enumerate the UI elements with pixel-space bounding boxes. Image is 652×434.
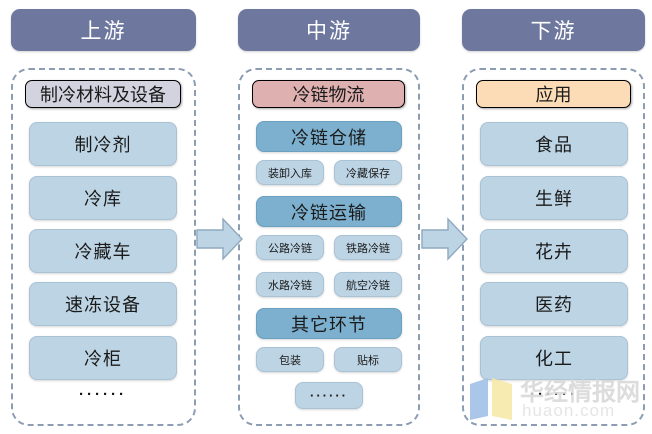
midstream-group-1-sub-1-label: 铁路冷链	[346, 242, 390, 255]
column-header-downstream-label: 下游	[530, 20, 577, 43]
column-header-midstream: 中游	[238, 9, 420, 51]
right-arrow-icon	[196, 217, 243, 261]
column-header-midstream-label: 中游	[306, 20, 352, 43]
midstream-group-0-sub-0[interactable]: 装卸入库	[256, 160, 324, 185]
section-title-application: 应用	[476, 80, 631, 108]
midstream-group-1-sub-0-label: 公路冷链	[268, 242, 312, 255]
downstream-item-2-label: 花卉	[535, 242, 573, 262]
column-header-upstream-label: 上游	[80, 20, 127, 43]
section-title-upstream-label: 制冷材料及设备	[40, 85, 166, 105]
midstream-ellipsis-card[interactable]: ······	[295, 382, 363, 409]
downstream-item-0-label: 食品	[535, 135, 573, 155]
arrow-upstream-to-midstream	[196, 216, 244, 262]
midstream-group-2-sub-1[interactable]: 贴标	[334, 347, 402, 372]
midstream-group-1-sub-2-label: 水路冷链	[268, 279, 312, 292]
right-arrow-icon	[421, 217, 468, 261]
midstream-group-0-sub-1-label: 冷藏保存	[346, 167, 390, 180]
column-container-upstream	[11, 68, 196, 426]
upstream-ellipsis: ······	[79, 386, 127, 403]
midstream-group-1-sub-3[interactable]: 航空冷链	[334, 272, 402, 297]
midstream-group-1-sub-2[interactable]: 水路冷链	[256, 272, 324, 297]
upstream-item-4[interactable]: 冷柜	[29, 336, 177, 380]
upstream-item-3[interactable]: 速冻设备	[29, 282, 177, 326]
midstream-group-0-sub-1[interactable]: 冷藏保存	[334, 160, 402, 185]
midstream-group-0-title-label: 冷链仓储	[291, 127, 367, 148]
upstream-item-0-label: 制冷剂	[74, 135, 132, 155]
midstream-group-2-sub-0-label: 包装	[279, 354, 301, 367]
downstream-ellipsis: ······	[530, 386, 578, 403]
midstream-group-2-sub-1-label: 贴标	[357, 354, 379, 367]
upstream-item-3-label: 速冻设备	[65, 295, 141, 315]
arrow-midstream-to-downstream	[421, 216, 469, 262]
midstream-ellipsis-label: ······	[310, 388, 348, 403]
midstream-group-1-sub-0[interactable]: 公路冷链	[256, 235, 324, 260]
upstream-item-1[interactable]: 冷库	[29, 176, 177, 220]
upstream-item-4-label: 冷柜	[84, 349, 122, 369]
downstream-item-4[interactable]: 化工	[480, 336, 628, 380]
midstream-group-2-title-label: 其它环节	[291, 314, 367, 335]
downstream-item-2[interactable]: 花卉	[480, 229, 628, 273]
section-title-midstream-label: 冷链物流	[292, 85, 365, 105]
downstream-item-3[interactable]: 医药	[480, 282, 628, 326]
downstream-item-3-label: 医药	[535, 295, 573, 315]
column-container-midstream	[238, 68, 420, 426]
section-title-cold-chain-logistics: 冷链物流	[252, 80, 405, 108]
section-title-downstream-label: 应用	[535, 85, 572, 105]
midstream-group-1-title-label: 冷链运输	[291, 202, 367, 223]
column-header-downstream: 下游	[462, 9, 645, 51]
upstream-item-2-label: 冷藏车	[74, 242, 132, 262]
downstream-item-0[interactable]: 食品	[480, 122, 628, 166]
midstream-group-1-sub-3-label: 航空冷链	[346, 279, 390, 292]
column-header-upstream: 上游	[11, 9, 196, 51]
upstream-item-2[interactable]: 冷藏车	[29, 229, 177, 273]
column-container-downstream	[462, 68, 645, 426]
upstream-item-1-label: 冷库	[84, 189, 122, 209]
midstream-group-0-title[interactable]: 冷链仓储	[256, 121, 402, 152]
midstream-group-2-sub-0[interactable]: 包装	[256, 347, 324, 372]
midstream-group-1-title[interactable]: 冷链运输	[256, 196, 402, 227]
downstream-item-4-label: 化工	[535, 349, 573, 369]
midstream-group-2-title[interactable]: 其它环节	[256, 308, 402, 339]
downstream-item-1[interactable]: 生鲜	[480, 176, 628, 220]
upstream-item-0[interactable]: 制冷剂	[29, 122, 177, 166]
section-title-refrigeration-materials: 制冷材料及设备	[25, 80, 181, 108]
downstream-item-1-label: 生鲜	[535, 189, 573, 209]
midstream-group-1-sub-1[interactable]: 铁路冷链	[334, 235, 402, 260]
midstream-group-0-sub-0-label: 装卸入库	[268, 167, 312, 180]
